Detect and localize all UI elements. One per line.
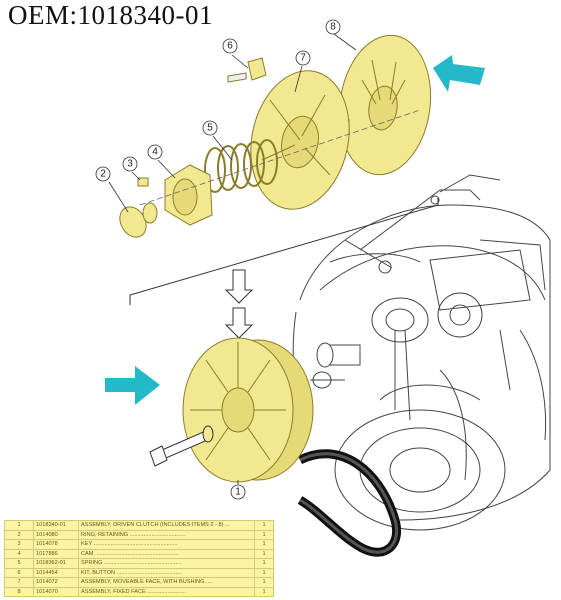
svg-text:6: 6: [227, 41, 233, 52]
callout-6: 6: [222, 38, 238, 54]
quantity-cell: 1: [254, 520, 274, 531]
svg-text:1: 1: [235, 487, 241, 498]
description-cell: SPRING .................................…: [78, 558, 255, 569]
part-number-cell: 1017886: [33, 548, 79, 559]
driven-clutch-assembly: [182, 337, 314, 483]
row-number-cell: 6: [4, 567, 34, 578]
part-number-cell: 1014080: [33, 529, 79, 540]
part-number-cell: 1014454: [33, 567, 79, 578]
quantity-cell: 1: [254, 558, 274, 569]
description-cell: KEY ....................................…: [78, 539, 255, 550]
part-number-cell: 1018340-01: [33, 520, 79, 531]
callout-5: 5: [202, 120, 218, 136]
part-number-cell: 1018362-01: [33, 558, 79, 569]
svg-text:4: 4: [152, 147, 158, 158]
quantity-cell: 1: [254, 577, 274, 588]
callout-7: 7: [295, 50, 311, 66]
row-number-cell: 8: [4, 586, 34, 597]
part-number-cell: 1014078: [33, 539, 79, 550]
cam-part: [164, 164, 213, 226]
svg-text:8: 8: [330, 22, 336, 33]
callout-2: 2: [95, 166, 111, 182]
shaft-centerline: [139, 109, 421, 206]
quantity-cell: 1: [254, 567, 274, 578]
callout-4: 4: [147, 144, 163, 160]
page-title: OEM:1018340-01: [8, 0, 213, 30]
quantity-cell: 1: [254, 529, 274, 540]
row-number-cell: 4: [4, 548, 34, 559]
pointer-arrow-upper: [433, 55, 485, 92]
callout-8: 8: [325, 19, 341, 35]
quantity-cell: 1: [254, 548, 274, 559]
row-number-cell: 5: [4, 558, 34, 569]
part-number-cell: 1014072: [33, 577, 79, 588]
callout-3: 3: [122, 156, 138, 172]
row-number-cell: 3: [4, 539, 34, 550]
part-number-cell: 1014070: [33, 586, 79, 597]
button-kit-part: [227, 57, 267, 83]
svg-text:3: 3: [127, 159, 133, 170]
assembly-direction-arrow: [224, 269, 254, 339]
mounting-bolt: [149, 425, 214, 467]
engine-line-art: [292, 174, 551, 531]
row-number-cell: 1: [4, 520, 34, 531]
description-cell: ASSEMBLY, MOVEABLE FACE, WITH BUSHING ..…: [78, 577, 255, 588]
quantity-cell: 1: [254, 539, 274, 550]
description-cell: RING, RETAINING ........................…: [78, 529, 255, 540]
description-cell: CAM ....................................…: [78, 548, 255, 559]
callout-1: 1: [230, 484, 246, 500]
leader-lines: [108, 33, 357, 492]
svg-text:2: 2: [100, 169, 106, 180]
retaining-ring-part: [119, 202, 158, 238]
description-cell: ASSEMBLY, FIXED FACE ...................…: [78, 586, 255, 597]
pointer-arrow-lower: [105, 366, 160, 405]
exploded-view-group: [119, 34, 432, 238]
drive-belt: [297, 449, 401, 557]
row-number-cell: 7: [4, 577, 34, 588]
svg-text:5: 5: [207, 123, 213, 134]
quantity-cell: 1: [254, 586, 274, 597]
description-cell: ASSEMBLY, DRIVEN CLUTCH (INCLUDES ITEMS …: [78, 520, 255, 531]
description-cell: KIT, BUTTON ............................…: [78, 567, 255, 578]
key-part: [137, 177, 149, 187]
spring-part: [204, 139, 278, 193]
row-number-cell: 2: [4, 529, 34, 540]
exploded-view-bracket: [129, 198, 439, 305]
svg-text:7: 7: [300, 53, 306, 64]
